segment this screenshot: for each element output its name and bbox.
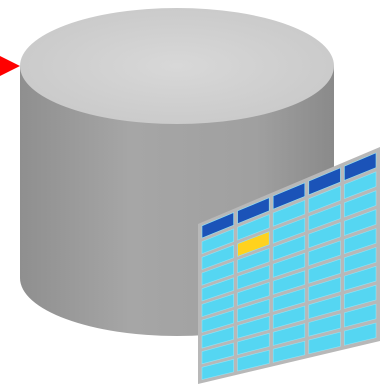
- table-cell: [272, 270, 306, 295]
- table-header-cell: [237, 197, 270, 225]
- table-cell: [308, 258, 341, 284]
- table-cell: [272, 340, 306, 363]
- table-header-cell: [308, 167, 341, 196]
- table-cell: [201, 358, 234, 380]
- table-cell: [272, 217, 306, 244]
- table-cell-highlighted: [237, 231, 270, 257]
- table-cell: [308, 222, 341, 249]
- table-cell: [201, 326, 234, 349]
- table-cell: [201, 228, 234, 255]
- table-cell: [344, 322, 377, 346]
- table-cell: [344, 171, 377, 200]
- table-cell: [237, 332, 270, 355]
- table-cell: [272, 235, 306, 261]
- cylinder-top: [20, 8, 334, 124]
- table-cell: [237, 315, 270, 339]
- table-cell: [201, 293, 234, 318]
- table-cell: [272, 287, 306, 312]
- table-cell: [237, 281, 270, 306]
- table-cell: [308, 185, 341, 213]
- table-cell: [237, 248, 270, 274]
- table-header-cell: [272, 182, 306, 210]
- table-cell: [237, 214, 270, 241]
- table-header-cell: [201, 212, 234, 239]
- table-cell: [344, 284, 377, 309]
- table-cell: [272, 305, 306, 329]
- table-cell: [344, 228, 377, 255]
- table-cell: [308, 295, 341, 319]
- table-cell: [344, 303, 377, 328]
- table-cell: [344, 265, 377, 291]
- table-cell: [308, 331, 341, 355]
- table-cell: [308, 203, 341, 231]
- table-cell: [344, 246, 377, 273]
- table-cell: [308, 240, 341, 266]
- pointer-arrow-icon: [0, 56, 20, 76]
- table-cell: [201, 342, 234, 365]
- table-cell: [344, 209, 377, 236]
- table-cell: [344, 190, 377, 218]
- table-cell: [201, 309, 234, 333]
- table-sheet: [198, 147, 380, 384]
- table-cell: [308, 313, 341, 337]
- table-cell: [201, 277, 234, 302]
- table-cell: [272, 323, 306, 346]
- table-cell: [237, 349, 270, 372]
- table-cell: [272, 199, 306, 227]
- table-cell: [237, 298, 270, 323]
- table-cell: [201, 244, 234, 270]
- table-cell: [308, 276, 341, 302]
- table-header-cell: [344, 152, 377, 181]
- table-cell: [272, 252, 306, 278]
- table-cell: [201, 261, 234, 286]
- table-cell: [237, 265, 270, 290]
